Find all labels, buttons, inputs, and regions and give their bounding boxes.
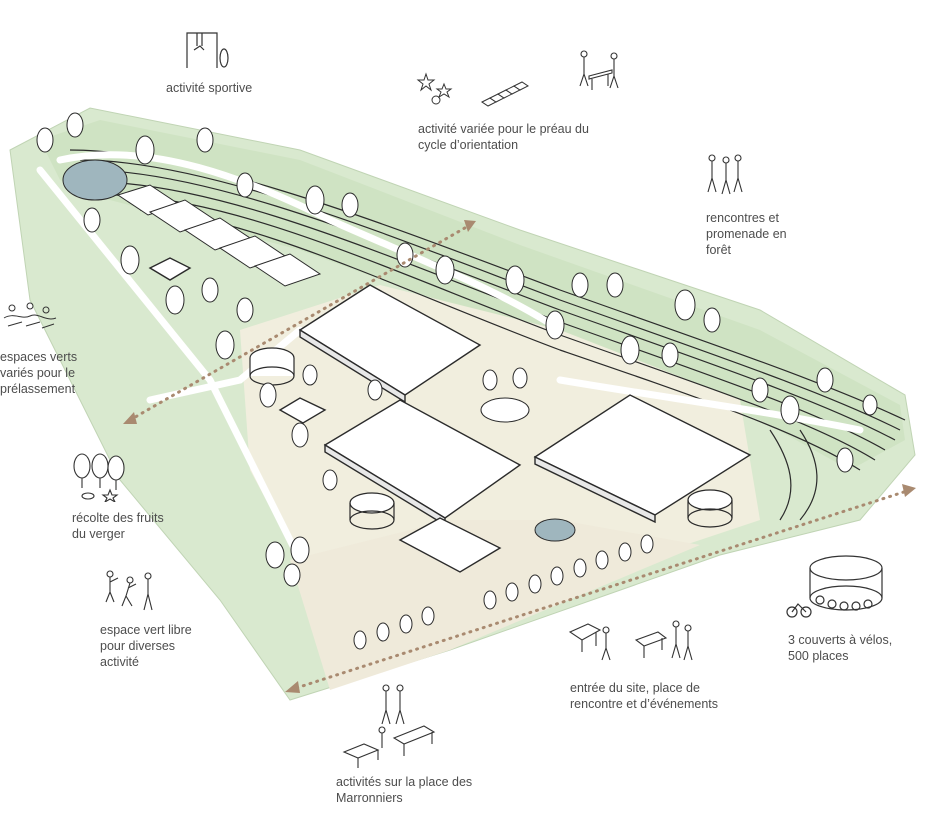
label-libre-line3: activité bbox=[100, 655, 139, 669]
label-espaces-line3: prélassement bbox=[0, 382, 76, 396]
playing-people-icon bbox=[105, 570, 153, 611]
relaxing-people-icon bbox=[3, 302, 57, 329]
bike-shelters bbox=[249, 347, 733, 530]
label-verger-line2: du verger bbox=[72, 527, 125, 541]
axis-north-south bbox=[128, 223, 472, 422]
label-espace-libre: espace vert libre pour diverses activité bbox=[100, 622, 192, 670]
label-sport-text: activité sportive bbox=[166, 81, 253, 95]
picnic-table-icon bbox=[579, 50, 619, 90]
label-foret-line1: rencontres et bbox=[706, 211, 779, 225]
label-preau-line1: activité variée pour le préau du bbox=[418, 122, 589, 136]
trees bbox=[36, 112, 878, 650]
label-libre-line2: pour diverses bbox=[100, 639, 176, 653]
label-velos: 3 couverts à vélos, 500 places bbox=[788, 632, 892, 664]
label-foret: rencontres et promenade en forêt bbox=[706, 210, 787, 258]
label-foret-line3: forêt bbox=[706, 243, 732, 257]
label-entree-line1: entrée du site, place de bbox=[570, 681, 700, 695]
piano-event-icon bbox=[568, 620, 693, 661]
label-velos-line2: 500 places bbox=[788, 649, 849, 663]
label-marronniers-line1: activités sur la place des bbox=[336, 775, 473, 789]
gym-equipment-icon bbox=[186, 32, 229, 68]
label-entree: entrée du site, place de rencontre et d’… bbox=[570, 680, 718, 712]
label-foret-line2: promenade en bbox=[706, 227, 787, 241]
label-entree-line2: rencontre et d’événements bbox=[570, 697, 719, 711]
buildings bbox=[148, 257, 752, 573]
axis-arrows bbox=[128, 223, 912, 692]
label-velos-line1: 3 couverts à vélos, bbox=[788, 633, 893, 647]
market-stall-icon bbox=[342, 684, 436, 768]
label-libre-line1: espace vert libre bbox=[100, 623, 192, 637]
label-espaces-line2: variés pour le bbox=[0, 366, 76, 380]
label-marronniers-line2: Marronniers bbox=[336, 791, 403, 805]
hopscotch-icon bbox=[481, 81, 529, 107]
label-marronniers: activités sur la place des Marronniers bbox=[336, 774, 472, 806]
walkers-icon bbox=[707, 154, 743, 195]
fountains bbox=[480, 397, 576, 542]
pond bbox=[62, 159, 128, 201]
axis-arrowheads bbox=[123, 220, 916, 693]
label-preau-line2: cycle d’orientation bbox=[418, 138, 519, 152]
label-espaces-line1: espaces verts bbox=[0, 350, 78, 364]
fruit-tree-icon bbox=[73, 453, 125, 502]
label-preau: activité variée pour le préau du cycle d… bbox=[418, 121, 589, 153]
stars-icon bbox=[416, 72, 453, 105]
sport-courts bbox=[116, 184, 322, 287]
bike-shelter-icon bbox=[786, 555, 883, 618]
label-espaces-verts: espaces verts variés pour le prélassemen… bbox=[0, 349, 77, 397]
label-verger: récolte des fruits du verger bbox=[72, 510, 164, 542]
label-activite-sportive: activité sportive bbox=[166, 80, 252, 96]
label-verger-line1: récolte des fruits bbox=[72, 511, 164, 525]
